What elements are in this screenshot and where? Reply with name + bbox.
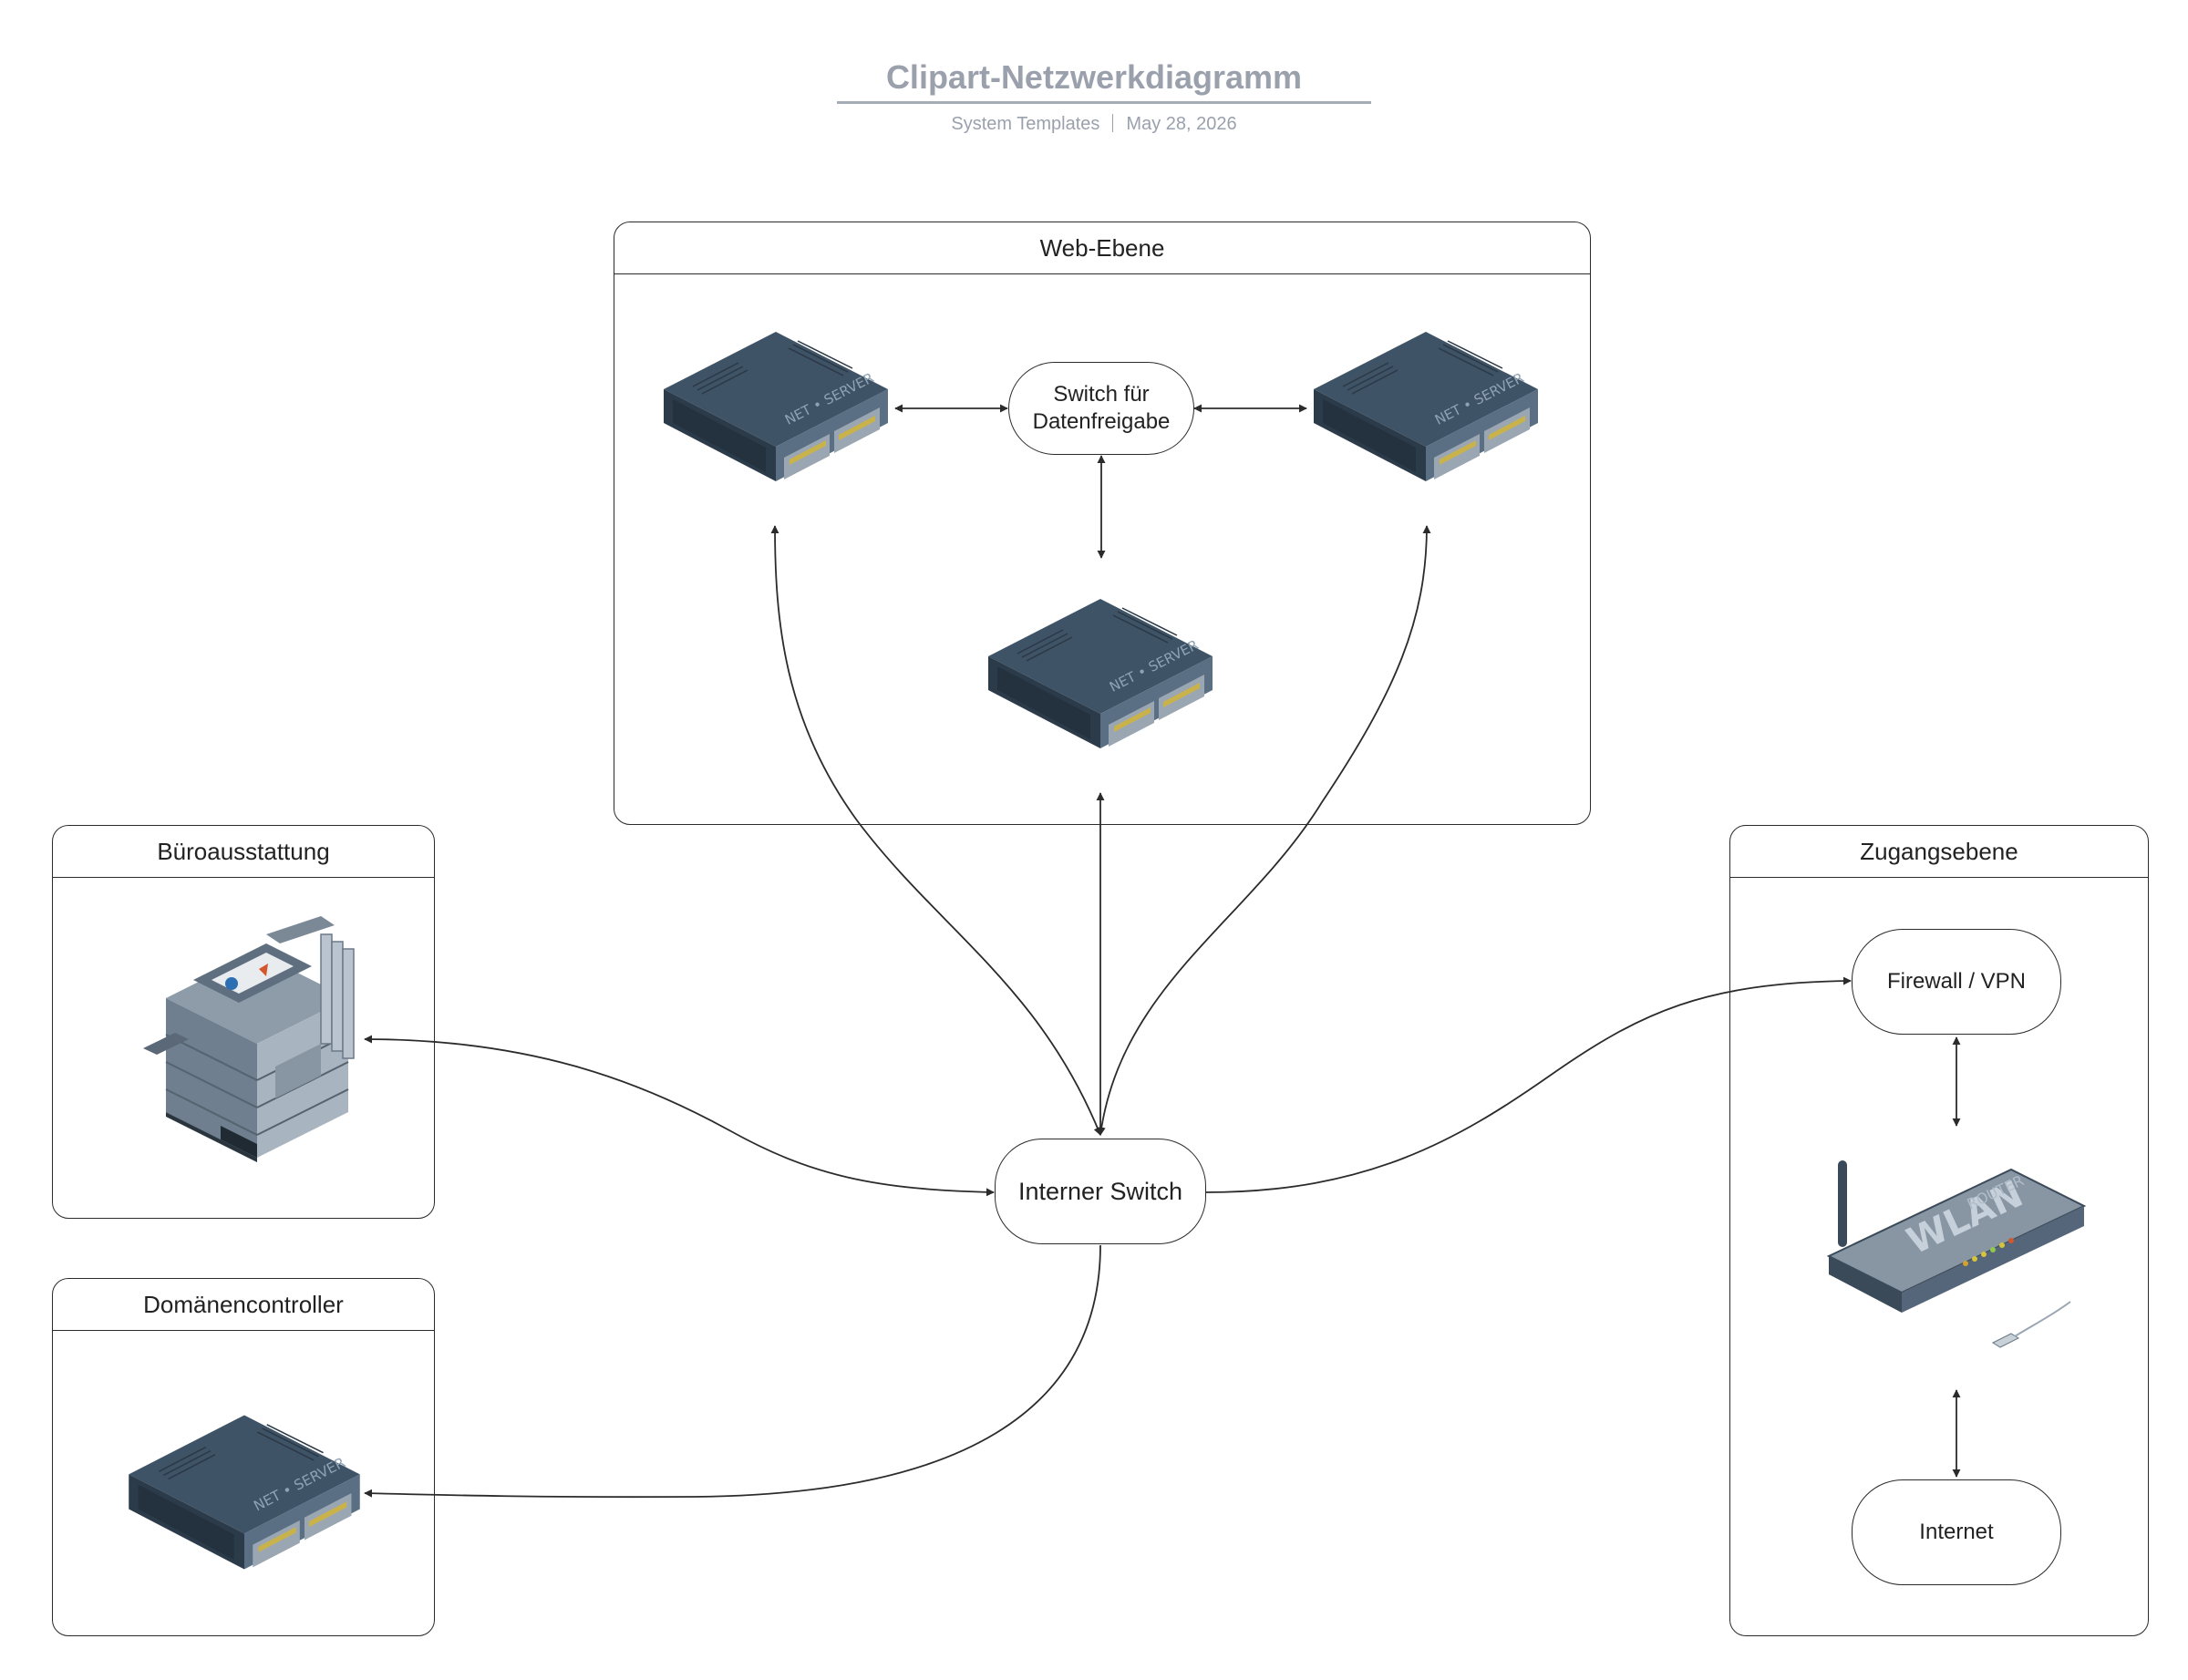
firewall-vpn-node[interactable]: Firewall / VPN (1852, 929, 2061, 1035)
internal-switch-node[interactable]: Interner Switch (995, 1139, 1206, 1244)
group-title: Zugangsebene (1730, 826, 2148, 878)
source-label: System Templates (951, 114, 1100, 134)
page-subtitle: System Templates May 28, 2026 (0, 114, 2188, 135)
server-icon[interactable]: NET • SERVER (981, 588, 1220, 761)
server-icon[interactable]: NET • SERVER (656, 321, 895, 494)
server-icon[interactable]: NET • SERVER (1306, 321, 1545, 494)
date-label: May 28, 2026 (1126, 114, 1237, 134)
subtitle-divider (1112, 114, 1114, 132)
group-title: Domänencontroller (53, 1279, 434, 1331)
connector-internal-switch-to-server-right (1097, 525, 1431, 1136)
connector-internal-switch-to-domain-server (364, 1244, 1101, 1499)
connector-internal-switch-to-printer (364, 1035, 995, 1197)
copier-printer-icon[interactable] (139, 916, 357, 1162)
data-sharing-switch-node[interactable]: Switch für Datenfreigabe (1008, 362, 1194, 455)
internet-node[interactable]: Internet (1852, 1479, 2061, 1585)
server-icon[interactable]: NET • SERVER (121, 1404, 367, 1582)
wlan-router-icon[interactable]: WLAN ROUTER (1820, 1156, 2093, 1361)
title-underline (837, 101, 1371, 104)
connector-internal-switch-to-server-left (770, 525, 1102, 1136)
group-title: Büroausstattung (53, 826, 434, 878)
connector-internal-switch-to-firewall (1205, 976, 1852, 1193)
page-title: Clipart-Netzwerkdiagramm (885, 58, 1303, 96)
group-title: Web-Ebene (614, 222, 1590, 274)
